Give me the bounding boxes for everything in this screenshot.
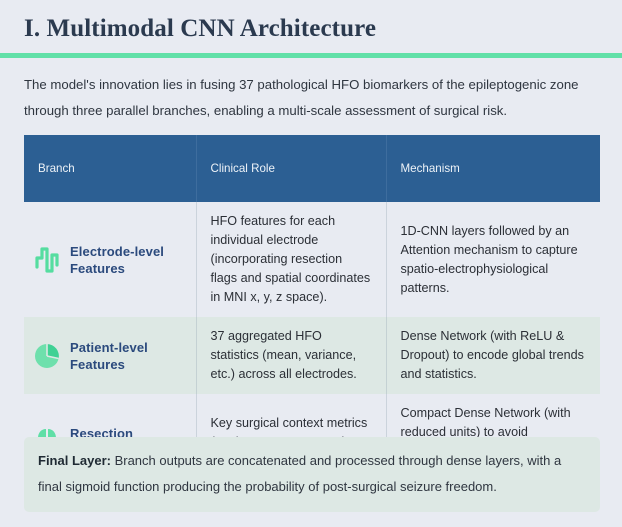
clinical-role-cell: 37 aggregated HFO statistics (mean, vari… <box>196 317 387 394</box>
column-header-branch: Branch <box>24 135 197 202</box>
page-title: I. Multimodal CNN Architecture <box>24 15 377 42</box>
table-row: Electrode-level Features HFO features fo… <box>24 202 600 317</box>
mechanism-cell: 1D-CNN layers followed by an Attention m… <box>386 202 600 317</box>
branch-label: Patient-level Features <box>70 339 148 372</box>
branch-label: Electrode-level Features <box>70 243 164 276</box>
pie-chart-icon <box>34 339 60 373</box>
final-layer-note: Final Layer: Branch outputs are concaten… <box>24 437 600 512</box>
mechanism-cell: Dense Network (with ReLU & Dropout) to e… <box>386 317 600 394</box>
clinical-role-cell: HFO features for each individual electro… <box>196 202 387 317</box>
column-header-clinical-role: Clinical Role <box>196 135 387 202</box>
waveform-icon <box>34 243 60 277</box>
final-layer-label: Final Layer: <box>38 453 111 468</box>
column-header-mechanism: Mechanism <box>386 135 600 202</box>
intro-paragraph: The model's innovation lies in fusing 37… <box>24 77 579 118</box>
accent-divider <box>0 53 622 58</box>
title-block: I. Multimodal CNN Architecture <box>0 0 622 58</box>
table-header-row: Branch Clinical Role Mechanism <box>24 135 600 202</box>
branch-cell: Electrode-level Features <box>24 202 197 317</box>
table-header: Branch Clinical Role Mechanism <box>24 135 600 202</box>
branch-cell: Patient-level Features <box>24 317 197 394</box>
final-layer-text: Branch outputs are concatenated and proc… <box>38 453 562 494</box>
table-row: Patient-level Features 37 aggregated HFO… <box>24 317 600 394</box>
